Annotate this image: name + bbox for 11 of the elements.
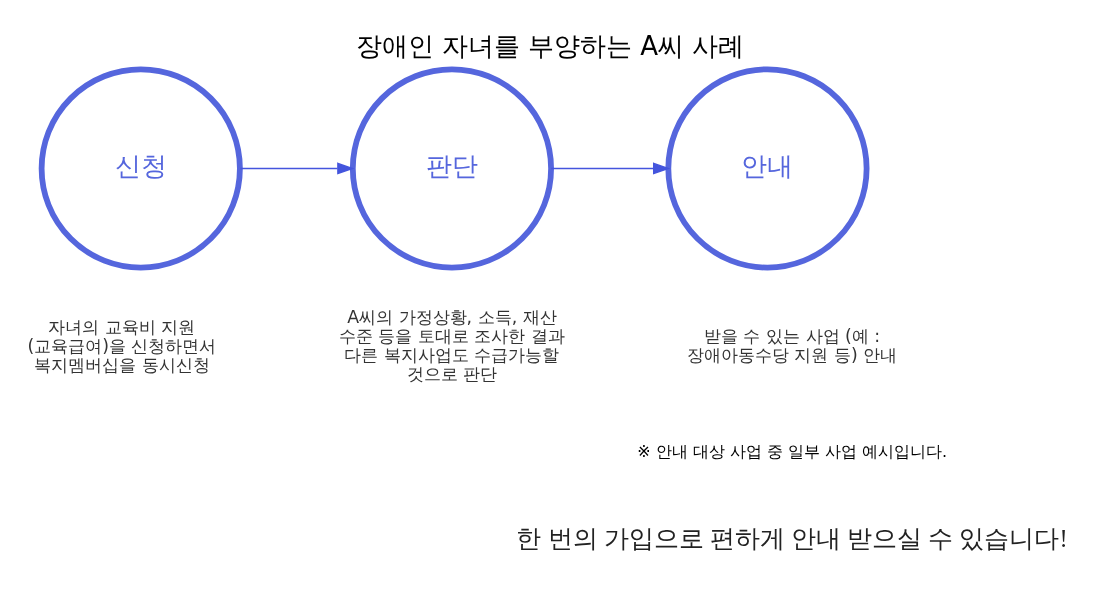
- arrow: [239, 162, 355, 175]
- diagram-title: 장애인 자녀를 부양하는 A씨 사례: [355, 31, 745, 62]
- caption: 한 번의 가입으로 편하게 안내 받으실 수 있습니다!: [516, 525, 1068, 553]
- node-circle: 안내: [665, 66, 870, 271]
- label: ※ 안내 대상 사업 중 일부 사업 예시입니다.: [637, 441, 947, 461]
- node-label: 받을 수 있는 사업 (예 : 장애아동수당 지원 등) 안내: [686, 326, 898, 366]
- node-label: A씨의 가정상황, 소득, 재산 수준 등을 토대로 조사한 결과 다른 복지사업도 수급가능할 것으로 판단: [338, 307, 565, 384]
- node-label: 자녀의 교육비 지원 (교육급여)을 신청하면서 복지멤버십을 동시신청: [27, 316, 217, 375]
- node-circle: 신청: [38, 66, 243, 271]
- node-circle: 판단: [349, 66, 554, 271]
- arrow: [550, 162, 671, 175]
